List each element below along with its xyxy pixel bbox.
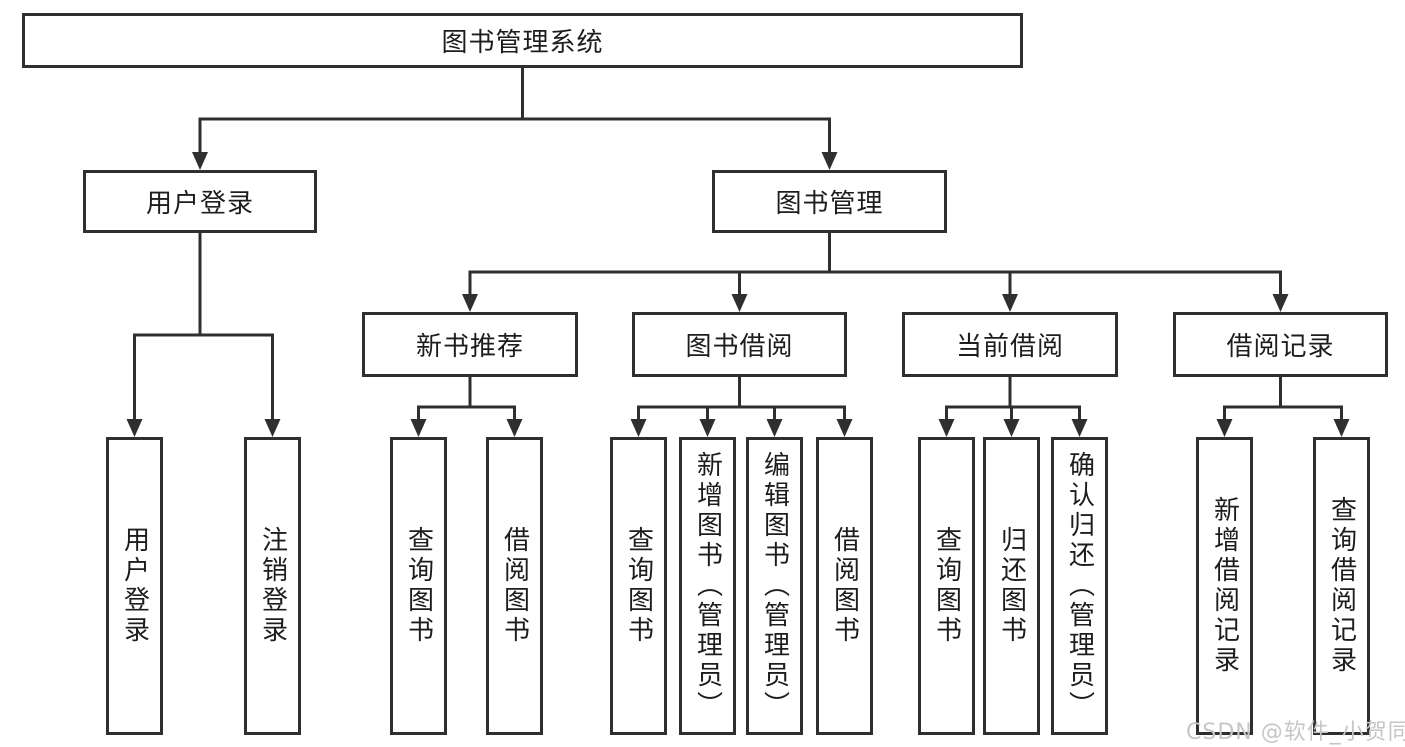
node-user-login-label: 用户登录 — [145, 189, 254, 219]
leaf-current-borrow-0: 查询图书 — [918, 437, 975, 735]
leaf-label: 用户登录 — [119, 526, 150, 646]
leaf-label: 编辑图书（管理员） — [759, 451, 790, 721]
leaf-label: 查询图书 — [931, 526, 962, 646]
leaf-user-login-0: 用户登录 — [106, 437, 163, 735]
node-book-mgmt-label: 图书管理 — [775, 189, 884, 219]
leaf-label: 注销登录 — [257, 526, 288, 646]
node-book-borrow-label: 图书借阅 — [685, 332, 794, 362]
leaf-current-borrow-2: 确认归还（管理员） — [1051, 437, 1108, 735]
leaf-label: 借阅图书 — [829, 526, 860, 646]
leaf-book-borrow-0: 查询图书 — [610, 437, 667, 735]
leaf-borrow-records-1: 查询借阅记录 — [1313, 437, 1370, 735]
leaf-borrow-records-0: 新增借阅记录 — [1196, 437, 1253, 735]
node-user-login: 用户登录 — [83, 170, 317, 233]
csdn-watermark: CSDN @软件_小贺同学 — [1186, 720, 1405, 745]
node-book-mgmt: 图书管理 — [712, 170, 947, 233]
leaf-label: 新增图书（管理员） — [692, 451, 723, 721]
leaf-label: 确认归还（管理员） — [1064, 451, 1095, 721]
arrowhead-icons — [126, 152, 1350, 437]
leaf-book-borrow-3: 借阅图书 — [816, 437, 873, 735]
node-borrow-records-label: 借阅记录 — [1226, 332, 1335, 362]
leaf-label: 查询图书 — [623, 526, 654, 646]
leaf-label: 查询借阅记录 — [1326, 496, 1357, 676]
leaf-book-borrow-2: 编辑图书（管理员） — [746, 437, 803, 735]
node-root: 图书管理系统 — [22, 13, 1023, 68]
node-book-borrow: 图书借阅 — [632, 312, 847, 377]
leaf-label: 新增借阅记录 — [1209, 496, 1240, 676]
leaf-new-books-1: 借阅图书 — [486, 437, 543, 735]
leaf-user-login-1: 注销登录 — [244, 437, 301, 735]
leaf-book-borrow-1: 新增图书（管理员） — [679, 437, 736, 735]
leaf-label: 归还图书 — [996, 526, 1027, 646]
leaf-new-books-0: 查询图书 — [390, 437, 447, 735]
node-new-books: 新书推荐 — [362, 312, 578, 377]
leaf-current-borrow-1: 归还图书 — [983, 437, 1040, 735]
node-current-borrow: 当前借阅 — [902, 312, 1118, 377]
node-borrow-records: 借阅记录 — [1173, 312, 1388, 377]
node-root-label: 图书管理系统 — [441, 28, 604, 58]
node-current-borrow-label: 当前借阅 — [955, 332, 1064, 362]
leaf-label: 查询图书 — [403, 526, 434, 646]
node-new-books-label: 新书推荐 — [415, 332, 524, 362]
leaf-label: 借阅图书 — [499, 526, 530, 646]
